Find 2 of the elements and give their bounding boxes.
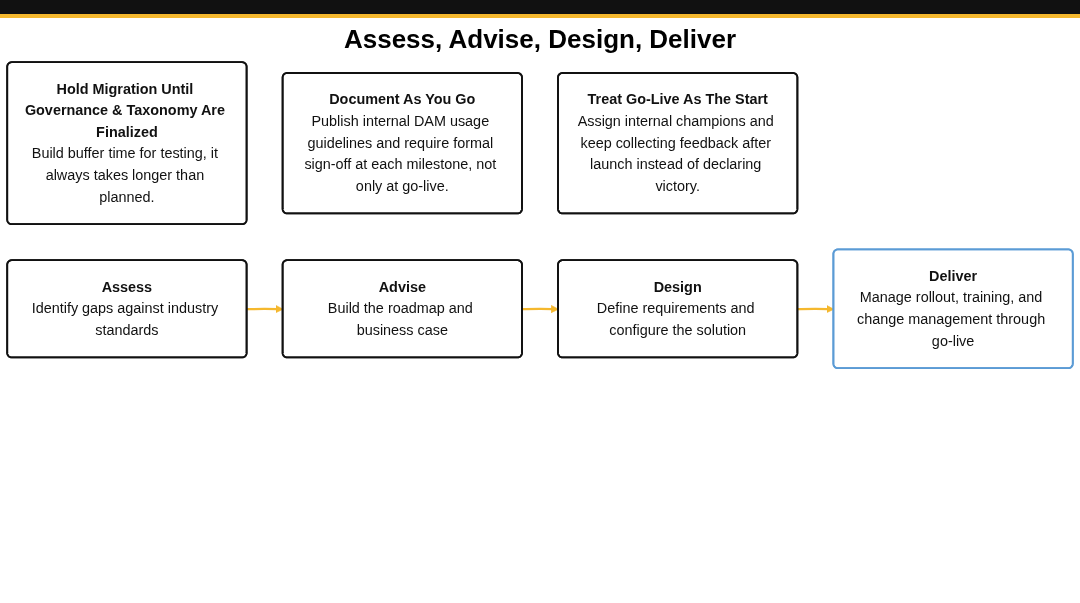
heading: Assess, Advise, Design, Deliver xyxy=(342,24,738,55)
arrow xyxy=(522,305,559,314)
